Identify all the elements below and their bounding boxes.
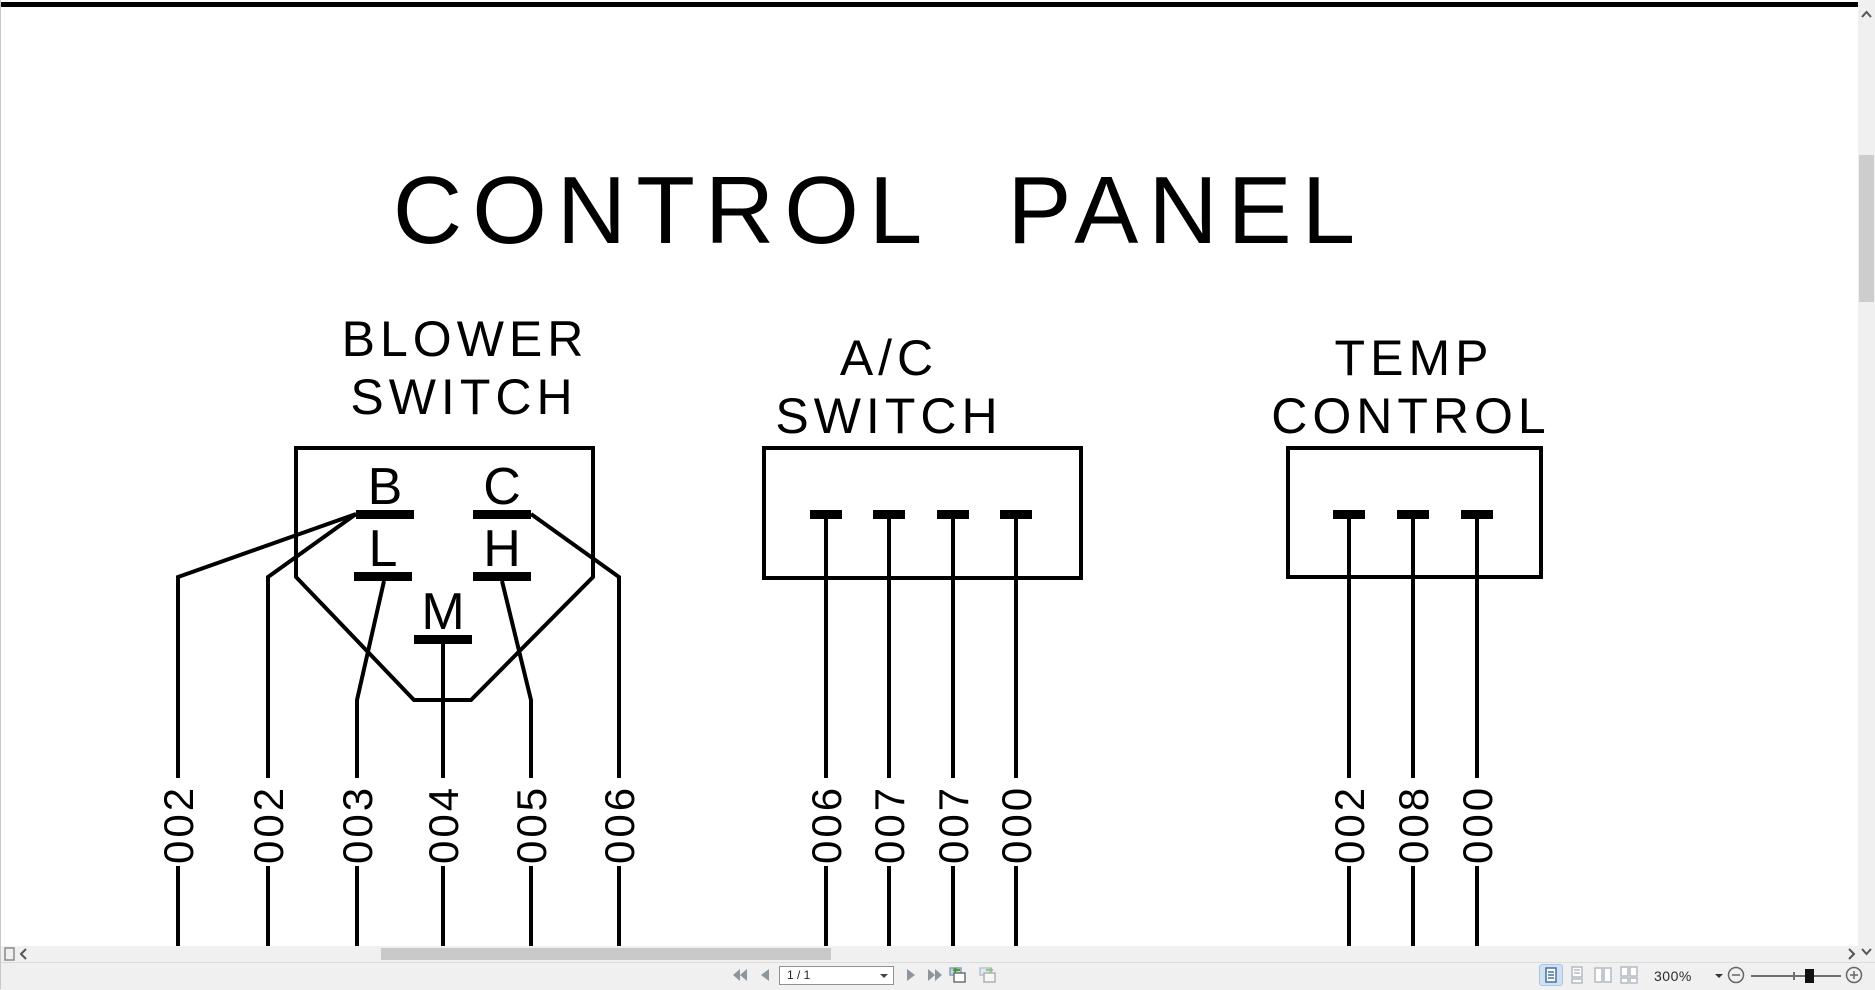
wire-label: 000 bbox=[1454, 785, 1501, 864]
drawing-title: CONTROL PANEL bbox=[393, 157, 1365, 264]
scroll-left-icon[interactable] bbox=[18, 947, 30, 961]
blower-switch-label-line1: BLOWER bbox=[342, 311, 589, 367]
terminal-bar-H bbox=[473, 572, 531, 581]
facing-pages-view-button[interactable] bbox=[1592, 965, 1614, 985]
terminal-label-H: H bbox=[483, 520, 521, 578]
temp-control-terminals bbox=[1333, 510, 1493, 519]
terminal-label-L: L bbox=[369, 520, 398, 578]
continuous-view-button[interactable] bbox=[1566, 965, 1588, 985]
scroll-up-icon[interactable] bbox=[1858, 8, 1875, 22]
wire-label: 008 bbox=[1390, 785, 1437, 864]
previous-view-icon[interactable] bbox=[947, 965, 967, 985]
temp-control-label-line2: CONTROL bbox=[1271, 388, 1550, 444]
horizontal-scrollbar[interactable] bbox=[1, 946, 1859, 962]
terminal-label-C: C bbox=[483, 458, 521, 516]
zoom-slider[interactable] bbox=[1749, 963, 1843, 990]
wire-label: 007 bbox=[866, 785, 913, 864]
previous-page-button[interactable] bbox=[756, 965, 776, 985]
next-page-button[interactable] bbox=[901, 965, 921, 985]
ac-switch-label-line2: SWITCH bbox=[775, 388, 1002, 444]
ac-switch-wires bbox=[824, 519, 1018, 946]
wire-label: 002 bbox=[155, 785, 202, 864]
single-page-view-button[interactable] bbox=[1539, 964, 1563, 986]
blower-switch-component: BLOWER SWITCH B C L H M bbox=[155, 311, 643, 946]
zoom-slider-track[interactable] bbox=[1751, 975, 1841, 977]
document-canvas: CONTROL PANEL BLOWER SWITCH B C L H M bbox=[1, 0, 1859, 946]
zoom-slider-tick bbox=[1793, 972, 1795, 980]
terminal-bar-B bbox=[356, 510, 414, 519]
page-number-input[interactable]: 1 / 1 bbox=[779, 966, 894, 985]
statusbar: 1 / 1 bbox=[1, 962, 1875, 989]
horizontal-scrollbar-thumb[interactable] bbox=[381, 948, 831, 960]
scroll-down-icon[interactable] bbox=[1858, 945, 1875, 959]
last-page-button[interactable] bbox=[925, 965, 945, 985]
zoom-level-label[interactable]: 300% bbox=[1654, 968, 1692, 984]
wire-label: 006 bbox=[596, 785, 643, 864]
wire-label: 004 bbox=[420, 785, 467, 864]
next-view-icon[interactable] bbox=[977, 965, 997, 985]
wire-label: 002 bbox=[1326, 785, 1373, 864]
vertical-scrollbar[interactable] bbox=[1858, 0, 1875, 962]
temp-control-wires bbox=[1347, 519, 1479, 946]
zoom-out-button[interactable] bbox=[1726, 965, 1746, 985]
facing-continuous-view-button[interactable] bbox=[1618, 965, 1640, 985]
wire-label: 000 bbox=[993, 785, 1040, 864]
sheet-border-line bbox=[1, 2, 1859, 7]
vertical-scrollbar-thumb[interactable] bbox=[1859, 155, 1874, 302]
ac-switch-outline bbox=[762, 446, 1083, 580]
wire-label: 003 bbox=[334, 785, 381, 864]
temp-control-component: TEMP CONTROL 002 008 000 bbox=[1271, 330, 1550, 946]
wire-label: 002 bbox=[245, 785, 292, 864]
terminal-label-B: B bbox=[368, 458, 403, 516]
wire-label: 005 bbox=[508, 785, 555, 864]
page-dropdown-icon[interactable] bbox=[880, 974, 888, 978]
zoom-dropdown-icon[interactable] bbox=[1715, 974, 1723, 978]
first-page-button[interactable] bbox=[730, 965, 750, 985]
wire-label: 007 bbox=[930, 785, 977, 864]
temp-control-label-line1: TEMP bbox=[1335, 330, 1494, 386]
ac-switch-component: A/C SWITCH 006 007 007 000 bbox=[762, 330, 1083, 946]
scroll-right-icon[interactable] bbox=[1845, 947, 1857, 961]
page-indicator-value: 1 / 1 bbox=[787, 968, 811, 982]
terminal-bar-C bbox=[473, 510, 531, 519]
zoom-slider-handle[interactable] bbox=[1805, 969, 1814, 983]
terminal-bar-L bbox=[354, 572, 412, 581]
blower-switch-wires bbox=[176, 512, 621, 946]
ac-switch-label-line1: A/C bbox=[840, 330, 938, 386]
terminal-bar-M bbox=[414, 635, 472, 644]
blower-switch-outline bbox=[294, 446, 595, 702]
blower-switch-label-line2: SWITCH bbox=[350, 369, 577, 425]
panel-toggle-icon[interactable] bbox=[4, 947, 16, 961]
zoom-in-button[interactable] bbox=[1844, 965, 1864, 985]
wiring-diagram: CONTROL PANEL BLOWER SWITCH B C L H M bbox=[1, 2, 1859, 946]
wire-label: 006 bbox=[803, 785, 850, 864]
terminal-label-M: M bbox=[421, 583, 464, 641]
ac-switch-terminals bbox=[810, 510, 1032, 519]
